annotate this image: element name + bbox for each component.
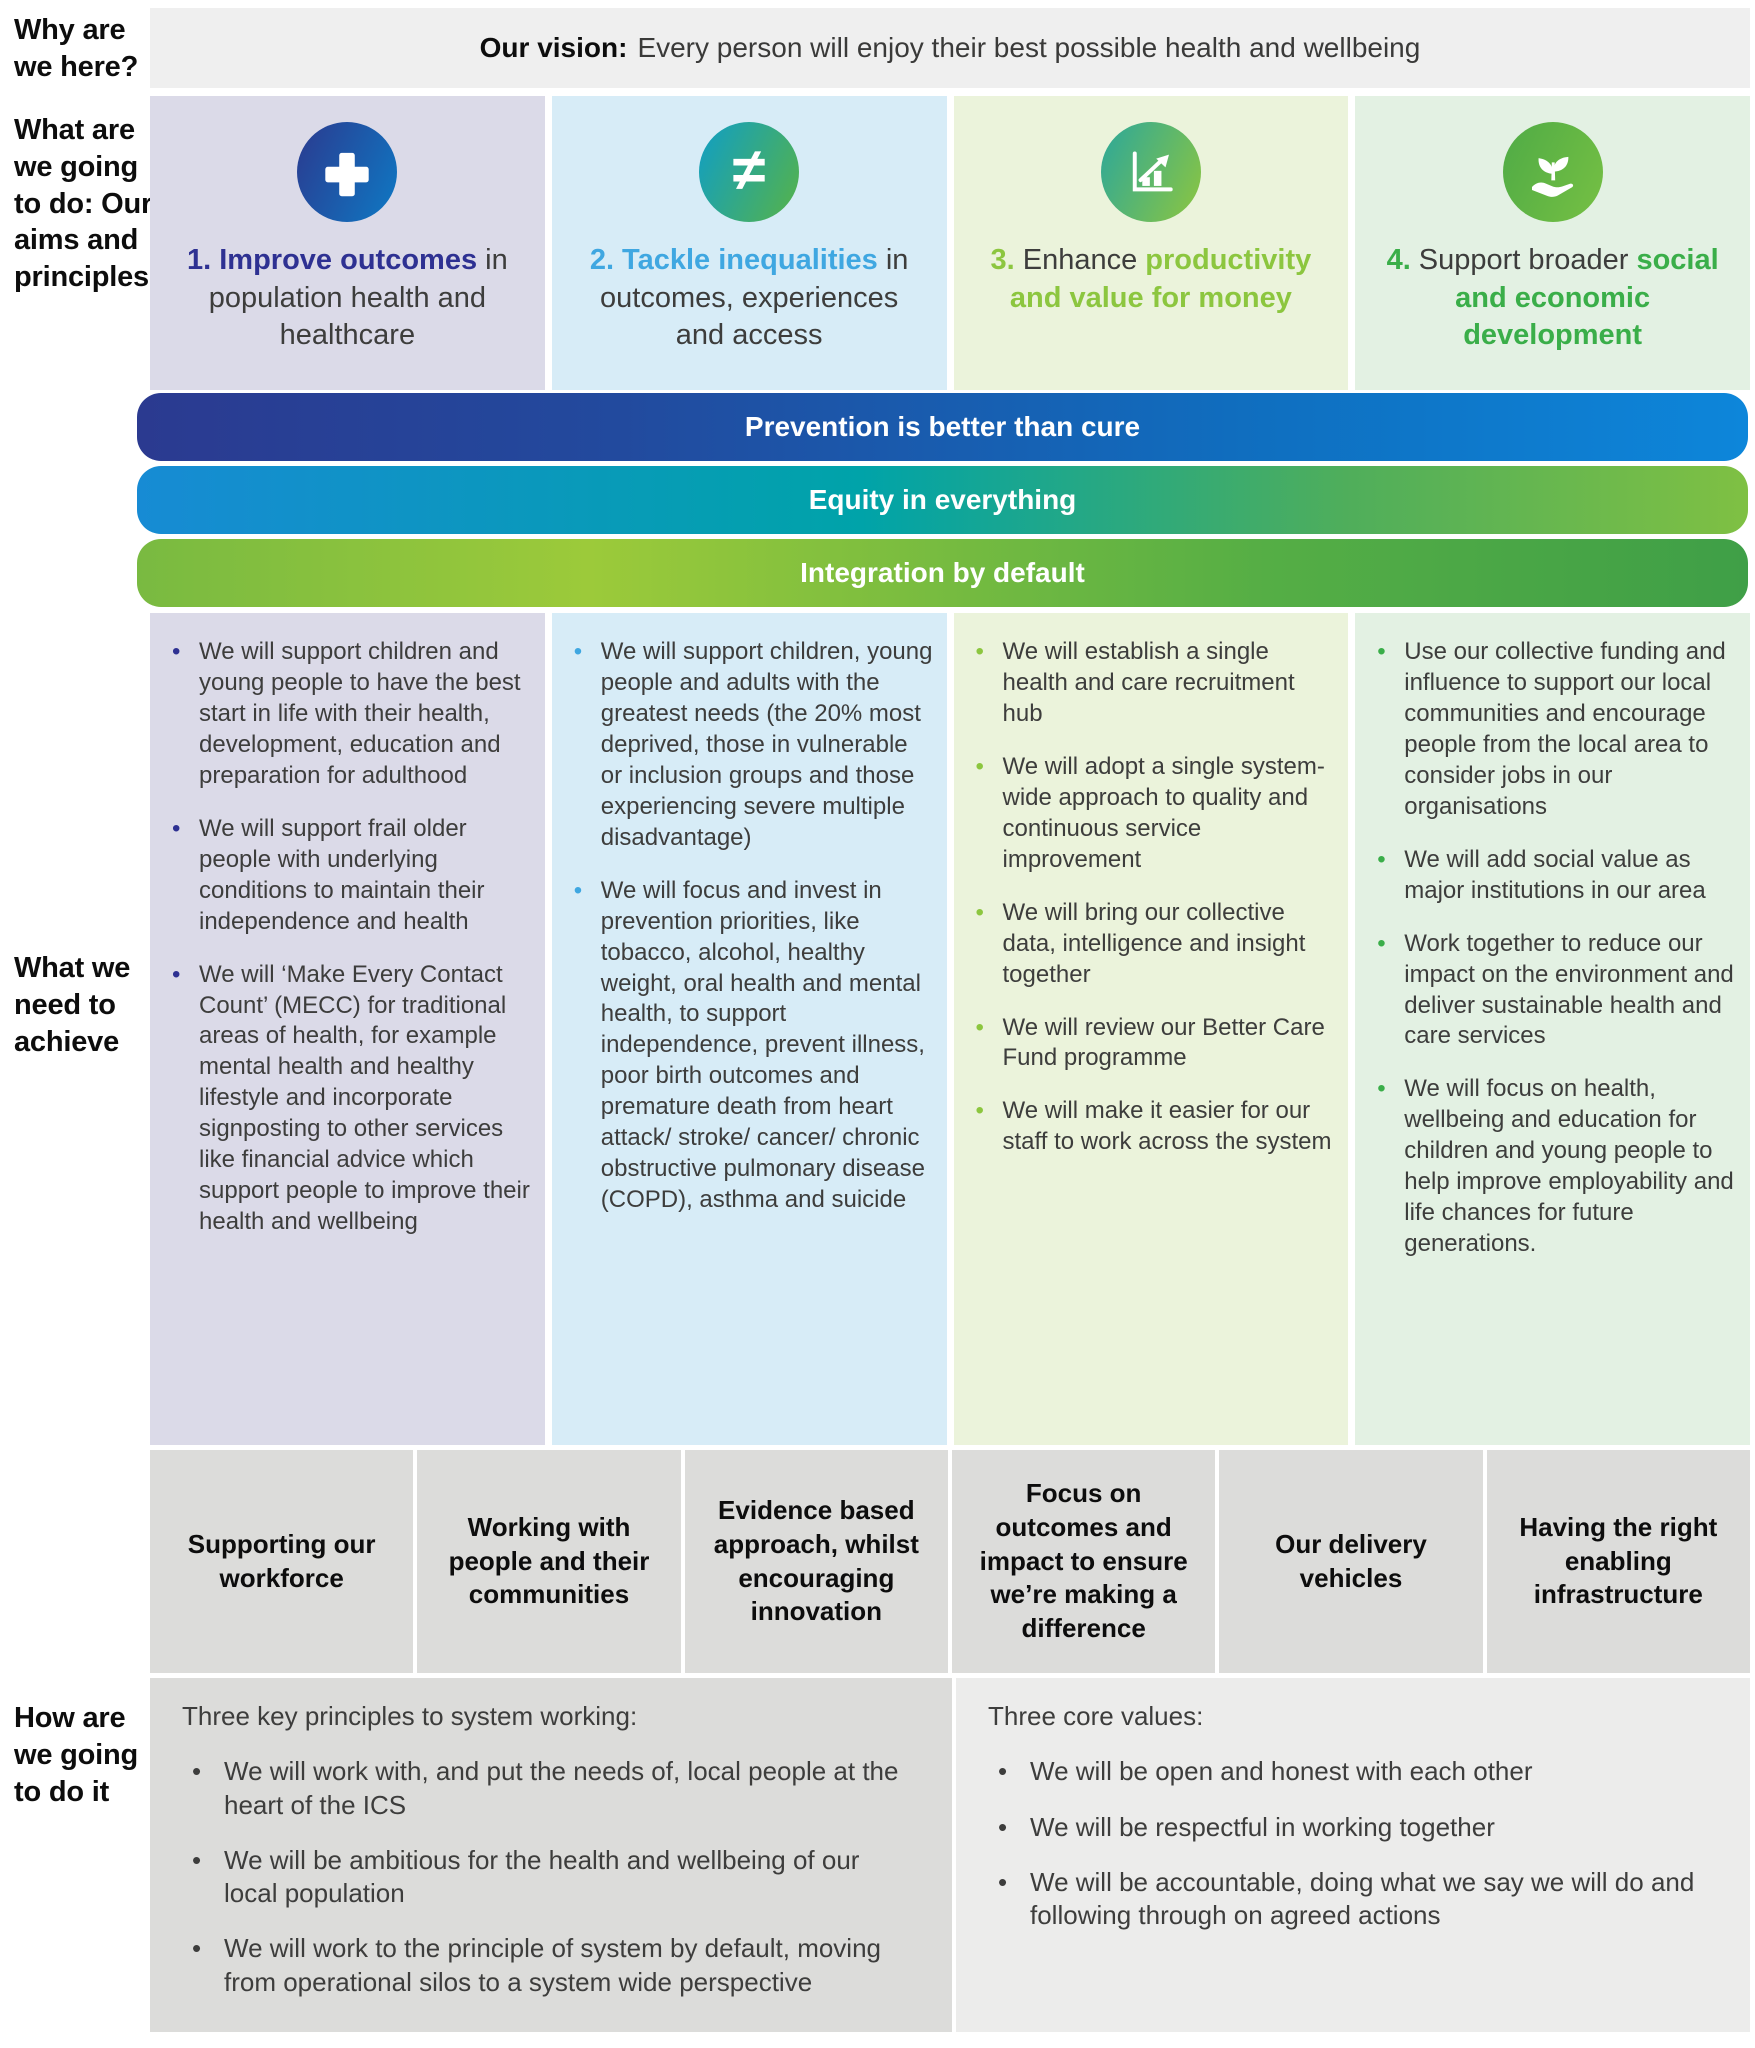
panel-bullet-list: We will be open and honest with each oth… [988,1755,1718,1932]
row-label-what-we-do: What are we going to do: Our aims and pr… [14,114,153,294]
not-equal-icon: ≠ [699,122,800,222]
banner-label: Equity in everything [808,484,1077,515]
principle-banner: Prevention is better than cure [137,393,1748,461]
pillar-label: Our delivery vehicles [1275,1528,1427,1593]
aim-title: 3. Enhance productivity and value for mo… [954,242,1349,317]
pillar-box: Focus on outcomes and impact to ensure w… [951,1450,1216,1673]
principle-banner: Equity in everything [137,466,1748,534]
plant-hand-icon [1502,122,1603,222]
aim-column: ≠ 2. Tackle inequalities in outcomes, exp… [551,96,947,390]
bullet-item: Use our collective funding and influence… [1371,637,1738,823]
row-label-achieve: What we need to achieve [14,952,131,1058]
aim-title-part: in population health and healthcare [208,244,508,352]
aim-column: 3. Enhance productivity and value for mo… [953,96,1349,390]
vision-prefix: Our vision: [479,32,628,63]
panel-bullet-item: We will be ambitious for the health and … [182,1844,920,1911]
aim-title-part: productivity and value for money [1009,244,1312,314]
bullet-item: We will support children, young people a… [568,637,935,854]
pillar-label: Working with people and their communitie… [448,1511,650,1610]
panel-bullet-list: We will work with, and put the needs of,… [182,1755,920,1999]
aim-title-part: Support broader [1410,244,1637,276]
panel-bullet-item: We will work with, and put the needs of,… [182,1755,920,1822]
plus-icon [297,122,398,222]
bullet-list: We will support children and young peopl… [166,637,533,1238]
bullet-list: We will establish a single health and ca… [970,637,1337,1158]
pillar-box: Supporting our workforce [150,1450,414,1673]
aim-title-part: in outcomes, experiences and access [600,244,909,352]
pillar-label: Supporting our workforce [187,1528,376,1593]
aim-title-part: 4. [1386,244,1411,276]
achieve-column: We will support children, young people a… [551,613,947,1445]
bullet-item: Work together to reduce our impact on th… [1371,929,1738,1053]
how-panel: Three key principles to system working: W… [150,1678,952,2032]
aim-column: 4. Support broader social and economic d… [1355,96,1750,390]
bullet-list: We will support children, young people a… [568,637,935,1216]
aim-title: 4. Support broader social and economic d… [1355,242,1750,355]
pillar-box: Our delivery vehicles [1219,1450,1483,1673]
panel-title: Three key principles to system working: [182,1701,638,1731]
aim-column: 1. Improve outcomes in population health… [150,96,545,390]
aim-title-part: 1. Improve outcomes [187,244,478,276]
row-label-how: How are we going to do it [14,1702,139,1808]
achieve-column: Use our collective funding and influence… [1355,613,1750,1445]
achieve-column: We will support children and young peopl… [150,613,545,1445]
pillars-row: Supporting our workforce Working with peo… [150,1450,1750,1673]
panel-bullet-item: We will be accountable, doing what we sa… [988,1866,1718,1933]
bullet-item: We will make it easier for our staff to … [970,1096,1337,1158]
bullet-item: We will establish a single health and ca… [970,637,1337,730]
aim-title-part: 2. Tackle inequalities [589,244,878,276]
banner-label: Integration by default [800,557,1085,588]
panel-bullet-item: We will be open and honest with each oth… [988,1755,1718,1789]
banner-label: Prevention is better than cure [744,411,1141,442]
achieve-row: We will support children and young peopl… [150,613,1750,1445]
bullet-list: Use our collective funding and influence… [1371,637,1738,1260]
pillar-box: Having the right enabling infrastructure [1486,1450,1750,1673]
bullet-item: We will focus on health, wellbeing and e… [1371,1074,1738,1260]
panel-bullet-item: We will work to the principle of system … [182,1932,920,1999]
aim-title-part: 3. [990,244,1015,276]
vision-text: Every person will enjoy their best possi… [637,32,1421,63]
pillar-label: Focus on outcomes and impact to ensure w… [979,1478,1188,1644]
how-panel: Three core values: We will be open and ho… [956,1678,1750,2032]
aim-title-part: Enhance [1014,244,1146,276]
growth-chart-icon [1100,122,1201,222]
aim-title: 1. Improve outcomes in population health… [150,242,545,355]
aim-title-part: social and economic development [1455,244,1719,352]
bullet-item: We will review our Better Care Fund prog… [970,1013,1337,1075]
row-label-why: Why are we here? [14,14,139,83]
bullet-item: We will ‘Make Every Contact Count’ (MECC… [166,960,533,1239]
panel-bullet-item: We will be respectful in working togethe… [988,1811,1718,1845]
pillar-box: Working with people and their communitie… [417,1450,681,1673]
pillar-box: Evidence based approach, whilst encourag… [684,1450,948,1673]
pillar-label: Evidence based approach, whilst encourag… [713,1494,919,1627]
aims-row: 1. Improve outcomes in population health… [150,96,1750,390]
panel-title: Three core values: [988,1701,1204,1731]
achieve-column: We will establish a single health and ca… [953,613,1349,1445]
vision-bar: Our vision: Every person will enjoy thei… [150,8,1750,88]
bullet-item: We will focus and invest in prevention p… [568,876,935,1216]
how-row: Three key principles to system working: W… [150,1678,1750,2032]
bullet-item: We will support frail older people with … [166,814,533,938]
aim-title: 2. Tackle inequalities in outcomes, expe… [552,242,947,355]
bullet-item: We will adopt a single system-wide appro… [970,752,1337,876]
bullet-item: We will support children and young peopl… [166,637,533,792]
bullet-item: We will bring our collective data, intel… [970,898,1337,991]
principle-banner: Integration by default [137,539,1748,607]
pillar-label: Having the right enabling infrastructure [1519,1511,1718,1610]
bullet-item: We will add social value as major instit… [1371,845,1738,907]
